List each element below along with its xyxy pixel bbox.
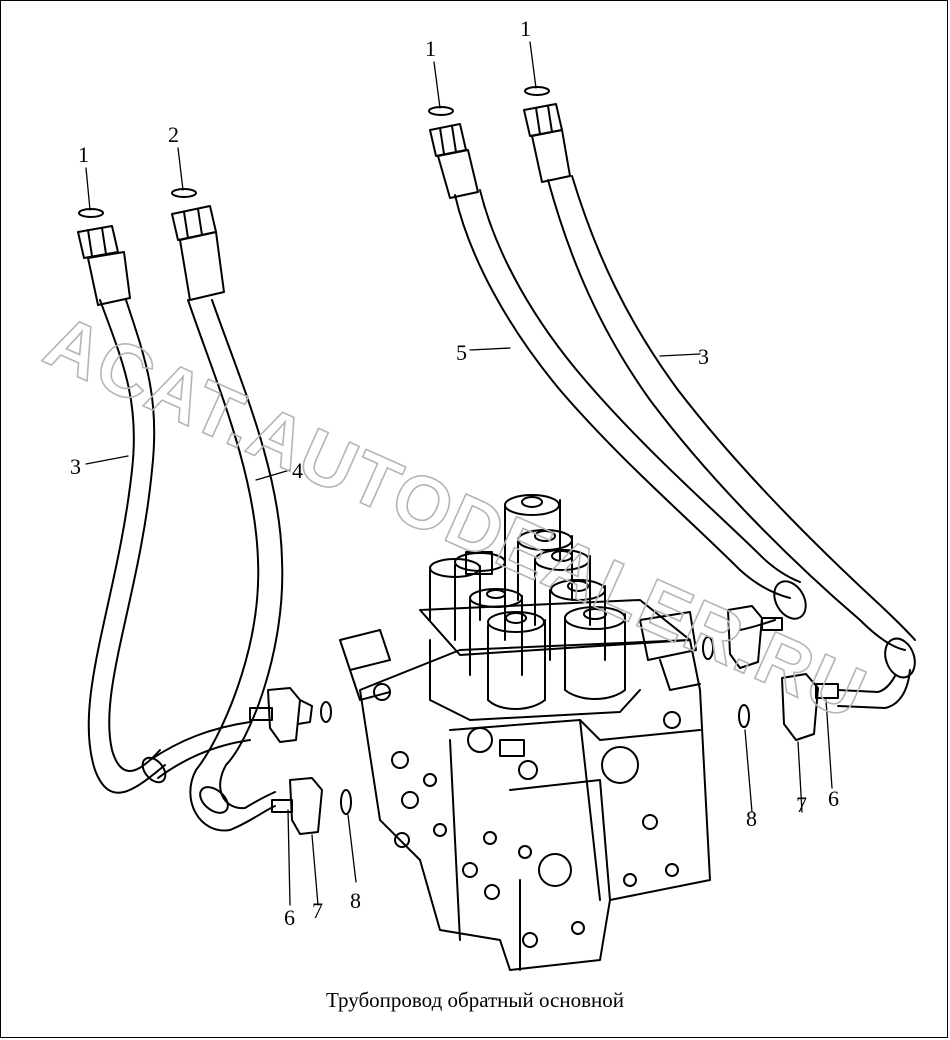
hose-left-inner	[187, 299, 284, 832]
fitting-knob-left-upper	[249, 687, 332, 743]
callout-6-right: 6	[828, 786, 839, 811]
callout-2: 2	[168, 122, 179, 147]
hose-right-3	[547, 175, 916, 651]
callout-7-left: 7	[312, 898, 323, 923]
callout-6-left: 6	[284, 905, 295, 930]
hose-left-lower-runs	[141, 721, 276, 831]
callout-1-mid: 1	[425, 36, 436, 61]
fitting-knob-right-lower	[738, 673, 839, 741]
left-fittings	[77, 188, 225, 306]
callout-8-left: 8	[350, 888, 361, 913]
callout-8-right: 8	[746, 806, 757, 831]
callout-4: 4	[292, 458, 303, 483]
control-valve-block	[339, 599, 711, 971]
callout-7-right: 7	[796, 792, 807, 817]
callout-labels: 1 2 1 1 5 3 3 4 6 7 8 8 7 6	[70, 16, 839, 930]
solenoid-cartridges	[429, 494, 626, 757]
hose-left-outer	[87, 299, 166, 794]
fitting-knob-right-upper	[702, 605, 783, 669]
callout-3-left: 3	[70, 454, 81, 479]
hose-right-5	[454, 189, 801, 599]
callout-1-left: 1	[78, 142, 89, 167]
leader-lines	[85, 41, 833, 906]
right-fittings	[428, 86, 571, 199]
fitting-knob-left-lower	[271, 777, 352, 835]
callout-3-right: 3	[698, 344, 709, 369]
callout-1-right: 1	[520, 16, 531, 41]
diagram-caption: Трубопровод обратный основной	[326, 988, 624, 1012]
hose-right-lower-runs	[739, 580, 916, 709]
callout-5: 5	[456, 340, 467, 365]
